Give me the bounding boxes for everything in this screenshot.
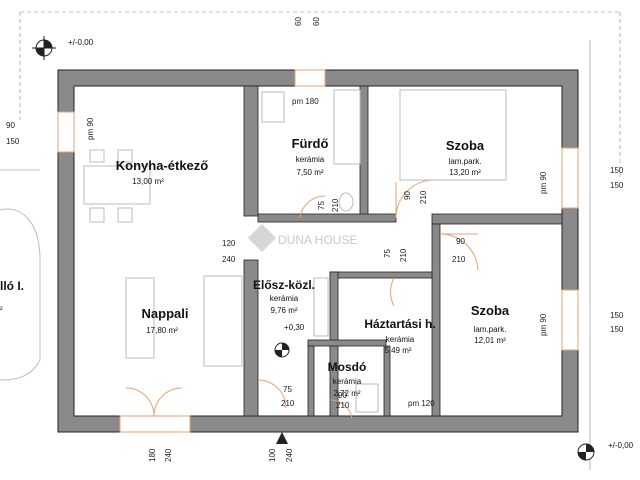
svg-text:150: 150 [610, 325, 624, 334]
svg-text:150: 150 [610, 311, 624, 320]
svg-text:7,50 m²: 7,50 m² [296, 168, 323, 177]
svg-text:Szoba: Szoba [471, 303, 510, 318]
svg-text:150: 150 [610, 181, 624, 190]
svg-text:lam.park.: lam.park. [449, 157, 482, 166]
level-markers: +/-0,00 +0,30 +/-0,00 [32, 36, 634, 461]
svg-text:²: ² [0, 305, 3, 314]
entrance-arrow-icon [276, 432, 288, 444]
svg-text:Háztartási h.: Háztartási h. [364, 317, 435, 331]
svg-text:150: 150 [610, 166, 624, 175]
svg-text:pm 90: pm 90 [86, 117, 95, 140]
svg-text:120: 120 [222, 239, 236, 248]
svg-text:kerámia: kerámia [333, 377, 362, 386]
svg-text:210: 210 [331, 198, 340, 212]
svg-text:60: 60 [312, 17, 321, 26]
svg-text:240: 240 [285, 448, 294, 462]
svg-text:Fürdő: Fürdő [292, 136, 329, 151]
svg-text:Konyha-étkező: Konyha-étkező [116, 158, 209, 173]
svg-text:210: 210 [452, 255, 466, 264]
svg-text:pm 120: pm 120 [408, 399, 435, 408]
svg-text:100: 100 [268, 448, 277, 462]
svg-text:60: 60 [294, 17, 303, 26]
svg-text:240: 240 [222, 255, 236, 264]
svg-text:pm 180: pm 180 [292, 97, 319, 106]
room-outside: lló I. ² [0, 279, 24, 314]
svg-text:13,00 m²: 13,00 m² [132, 177, 164, 186]
svg-text:lam.park.: lam.park. [474, 325, 507, 334]
level-hall: +0,30 [284, 323, 305, 332]
svg-text:Nappali: Nappali [142, 306, 189, 321]
svg-text:210: 210 [281, 399, 295, 408]
room-bath: Fürdő kerámia 7,50 m² [292, 136, 329, 177]
svg-text:240: 240 [164, 448, 173, 462]
svg-text:75: 75 [317, 201, 326, 210]
room-hall: Elősz-közl. kerámia 9,76 m² [253, 278, 315, 315]
svg-text:pm 90: pm 90 [539, 313, 548, 336]
svg-text:lló I.: lló I. [0, 279, 24, 293]
svg-text:kerámia: kerámia [386, 335, 415, 344]
room-toilet: Mosdó kerámia 2,72 m² [328, 360, 367, 398]
level-bottom-right: +/-0,00 [608, 441, 634, 450]
svg-text:180: 180 [148, 448, 157, 462]
svg-text:75: 75 [283, 385, 292, 394]
svg-text:Szoba: Szoba [446, 138, 485, 153]
svg-text:75: 75 [383, 249, 392, 258]
svg-text:150: 150 [6, 137, 20, 146]
room-bedroom-2: Szoba lam.park. 12,01 m² [471, 303, 510, 345]
room-living: Nappali 17,80 m² [142, 306, 189, 335]
outer-walls [57, 69, 579, 433]
watermark-text: DUNA HOUSE [278, 233, 357, 247]
svg-text:210: 210 [336, 401, 350, 410]
svg-text:Elősz-közl.: Elősz-közl. [253, 278, 315, 292]
svg-text:2,72 m²: 2,72 m² [333, 389, 360, 398]
watermark: DUNA HOUSE [247, 223, 357, 253]
svg-text:kerámia: kerámia [296, 155, 325, 164]
svg-text:13,20 m²: 13,20 m² [449, 168, 481, 177]
level-marker-top-left-icon [32, 36, 56, 60]
svg-text:210: 210 [419, 190, 428, 204]
svg-text:kerámia: kerámia [270, 294, 299, 303]
level-marker-bottom-right-icon [577, 443, 595, 461]
svg-text:210: 210 [399, 248, 408, 262]
doors [125, 179, 479, 419]
svg-text:90: 90 [6, 121, 15, 130]
svg-text:17,80 m²: 17,80 m² [146, 326, 178, 335]
svg-text:90: 90 [403, 191, 412, 200]
svg-text:5,49 m²: 5,49 m² [384, 346, 411, 355]
windows [57, 69, 579, 433]
dimension-labels: 60 60 pm 180 90 150 pm 90 150 150 pm 90 … [6, 17, 624, 462]
svg-text:12,01 m²: 12,01 m² [474, 336, 506, 345]
svg-text:90: 90 [338, 391, 347, 400]
svg-text:pm 90: pm 90 [539, 171, 548, 194]
level-top-left: +/-0,00 [68, 38, 94, 47]
level-marker-hall-icon [274, 342, 290, 358]
svg-text:9,76 m²: 9,76 m² [270, 306, 297, 315]
room-utility: Háztartási h. kerámia 5,49 m² [364, 317, 435, 355]
room-bedroom-1: Szoba lam.park. 13,20 m² [446, 138, 485, 177]
svg-text:90: 90 [456, 237, 465, 246]
svg-text:Mosdó: Mosdó [328, 360, 367, 374]
guide-lines [0, 11, 621, 470]
room-kitchen: Konyha-étkező 13,00 m² [116, 158, 209, 186]
furniture [0, 89, 507, 413]
